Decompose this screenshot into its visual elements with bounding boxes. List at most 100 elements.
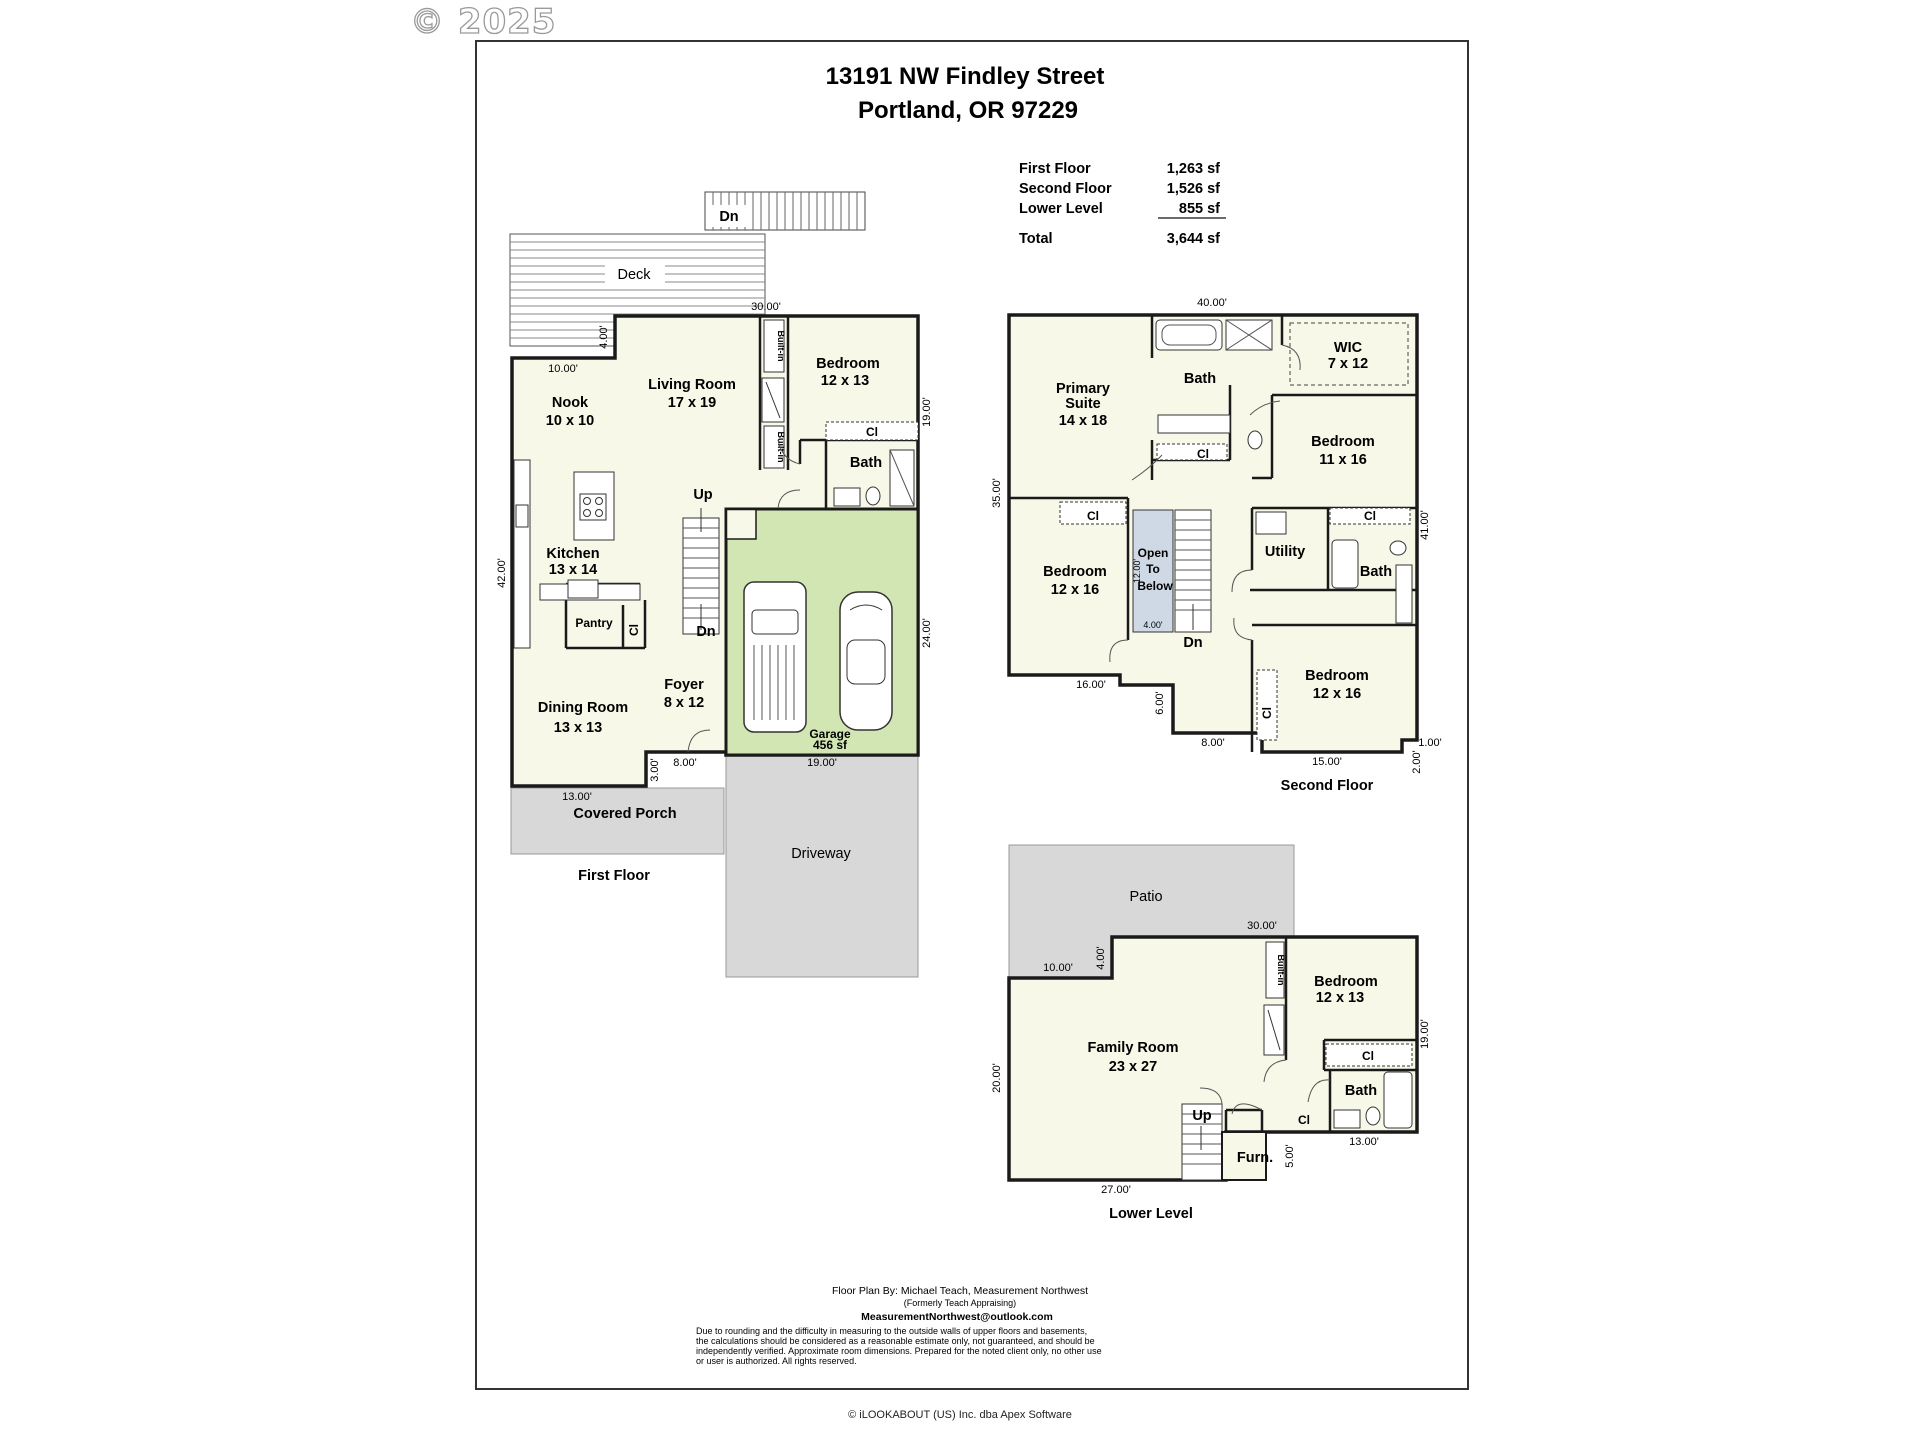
second-floor-dn-label: Dn bbox=[1183, 635, 1202, 651]
cooktop-icon bbox=[579, 493, 607, 521]
covered-porch bbox=[510, 787, 725, 855]
lower-vanity-icon bbox=[1333, 1109, 1361, 1129]
lower-dim-30: 30.00' bbox=[1247, 920, 1277, 932]
first-floor-doors bbox=[687, 439, 801, 753]
first-floor-caption: First Floor bbox=[578, 868, 650, 884]
lower-level-caption: Lower Level bbox=[1109, 1206, 1193, 1222]
dim-42: 42.00' bbox=[496, 558, 508, 588]
dim-2: 2.00' bbox=[1411, 750, 1423, 774]
dim-1: 1.00' bbox=[1418, 737, 1442, 749]
dining-room-label: Dining Room bbox=[538, 700, 628, 716]
area-second-floor-value: 1,526 sf bbox=[1167, 181, 1220, 197]
bedroom-ne-label: Bedroom bbox=[1311, 434, 1375, 450]
note-email: MeasurementNorthwest@outlook.com bbox=[861, 1311, 1053, 1323]
dining-room-size: 13 x 13 bbox=[554, 720, 602, 736]
address-line-1: 13191 NW Findley Street bbox=[826, 63, 1105, 90]
hall-toilet-icon bbox=[1389, 540, 1407, 556]
second-floor-interior-walls bbox=[1009, 315, 1417, 752]
primary-closet-label: Cl bbox=[1197, 447, 1209, 461]
primary-suite-label-1: Primary bbox=[1056, 381, 1110, 397]
toilet-icon bbox=[865, 486, 881, 506]
note-disclaimer-4: or user is authorized. All rights reserv… bbox=[696, 1356, 857, 1366]
open-to-below-label-1: Open bbox=[1138, 546, 1169, 560]
area-lower-level-label: Lower Level bbox=[1019, 201, 1103, 217]
lower-tub-icon bbox=[1383, 1071, 1413, 1129]
plan-notes: Floor Plan By: Michael Teach, Measuremen… bbox=[696, 1285, 1102, 1366]
dim-16: 16.00' bbox=[1076, 679, 1106, 691]
car-icon bbox=[839, 591, 893, 731]
dim-8: 8.00' bbox=[673, 757, 697, 769]
open-to-below-label-3: Below bbox=[1137, 579, 1173, 593]
lower-up-label: Up bbox=[1192, 1108, 1211, 1124]
bedroom-se-label: Bedroom bbox=[1305, 668, 1369, 684]
sink-icon bbox=[515, 504, 529, 528]
address-line-2: Portland, OR 97229 bbox=[858, 97, 1078, 124]
bedroom-closet bbox=[825, 421, 919, 441]
dim-4-open: 4.00' bbox=[1143, 620, 1163, 630]
lower-bedroom-label: Bedroom bbox=[1314, 974, 1378, 990]
family-room-size: 23 x 27 bbox=[1109, 1059, 1157, 1075]
hall-tub-icon bbox=[1331, 539, 1359, 589]
dim-15: 15.00' bbox=[1312, 756, 1342, 768]
dim-35: 35.00' bbox=[991, 478, 1003, 508]
kitchen-label: Kitchen bbox=[546, 546, 599, 562]
dim-4: 4.00' bbox=[598, 325, 610, 349]
garage-area: 456 sf bbox=[813, 738, 848, 752]
lower-level-doors bbox=[1199, 1059, 1331, 1115]
bedroom-w-closet-label: Cl bbox=[1087, 509, 1099, 523]
dim-8-second: 8.00' bbox=[1201, 737, 1225, 749]
lower-dim-4: 4.00' bbox=[1095, 946, 1107, 970]
furnace-label: Furn. bbox=[1237, 1150, 1273, 1166]
lower-dim-19: 19.00' bbox=[1419, 1019, 1431, 1049]
area-total-label: Total bbox=[1019, 231, 1053, 247]
footer-credit: © iLOOKABOUT (US) Inc. dba Apex Software bbox=[848, 1409, 1072, 1421]
foyer-label: Foyer bbox=[664, 677, 704, 693]
lower-bedroom-size: 12 x 13 bbox=[1316, 990, 1364, 1006]
area-first-floor-value: 1,263 sf bbox=[1167, 161, 1220, 177]
living-room-size: 17 x 19 bbox=[668, 395, 716, 411]
dim-12-open: 12.00' bbox=[1132, 559, 1142, 584]
dim-24: 24.00' bbox=[921, 618, 933, 648]
first-floor-plan: Dn Deck Covered Porch Driveway bbox=[496, 191, 933, 978]
area-lower-level-value: 855 sf bbox=[1179, 201, 1220, 217]
second-floor-plan: Primary Suite 14 x 18 Bath WIC 7 x 12 Be… bbox=[991, 297, 1442, 794]
lower-built-in-cabinet bbox=[1265, 941, 1285, 999]
washer-dryer-icon bbox=[1255, 511, 1287, 535]
bedroom-se-closet-label: Cl bbox=[1260, 707, 1274, 719]
foyer-size: 8 x 12 bbox=[664, 695, 704, 711]
lower-dim-10: 10.00' bbox=[1043, 962, 1073, 974]
bedroom-ne-closet-label: Cl bbox=[1364, 509, 1376, 523]
dim-30: 30.00' bbox=[751, 301, 781, 313]
open-to-below bbox=[1132, 509, 1174, 633]
note-disclaimer-3: independently verified. Approximate room… bbox=[696, 1346, 1102, 1356]
lower-bath-label: Bath bbox=[1345, 1083, 1377, 1099]
bedroom-w-closet bbox=[1059, 501, 1127, 525]
primary-suite-label-2: Suite bbox=[1065, 396, 1100, 412]
built-in-cabinet-1 bbox=[763, 319, 785, 373]
deck-label: Deck bbox=[617, 267, 651, 283]
wic-shelf bbox=[1289, 322, 1409, 386]
lower-dim-13: 13.00' bbox=[1349, 1136, 1379, 1148]
family-room-label: Family Room bbox=[1087, 1040, 1178, 1056]
primary-vanity-icon bbox=[1157, 414, 1231, 434]
second-floor-doors bbox=[1109, 344, 1301, 663]
driveway-label: Driveway bbox=[791, 846, 851, 862]
main-stairs bbox=[682, 508, 720, 635]
dim-6: 6.00' bbox=[1154, 691, 1166, 715]
range-icon bbox=[567, 579, 599, 599]
lower-level-outline bbox=[1007, 935, 1419, 1182]
note-disclaimer-1: Due to rounding and the difficulty in me… bbox=[696, 1326, 1087, 1336]
covered-porch-label: Covered Porch bbox=[573, 806, 676, 822]
lower-dim-5: 5.00' bbox=[1284, 1144, 1296, 1168]
area-table: First Floor 1,263 sf Second Floor 1,526 … bbox=[1019, 161, 1226, 247]
primary-closet bbox=[1156, 443, 1228, 461]
kitchen-size: 13 x 14 bbox=[549, 562, 597, 578]
bedroom-closet-label: Cl bbox=[866, 425, 878, 439]
area-total-value: 3,644 sf bbox=[1167, 231, 1220, 247]
hall-vanity-icon bbox=[1395, 564, 1413, 624]
bedroom-se-closet bbox=[1256, 669, 1278, 741]
furnace-room bbox=[1221, 1131, 1267, 1181]
deck-stairs-dn-label: Dn bbox=[719, 209, 738, 225]
lower-bedroom-closet bbox=[1325, 1043, 1413, 1067]
